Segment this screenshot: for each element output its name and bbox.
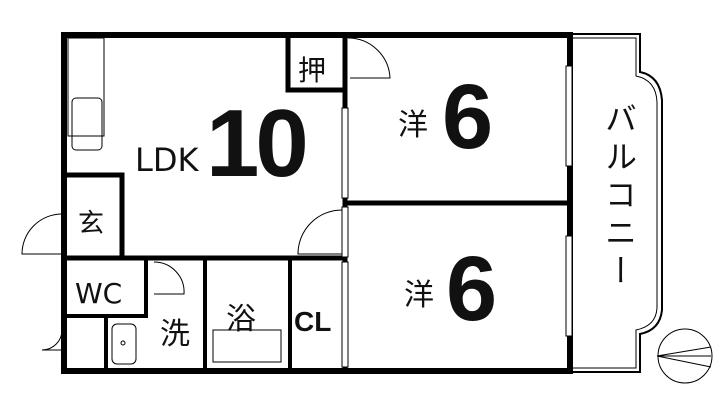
entrance-label: 玄 (78, 209, 104, 239)
western-room-1-label: 洋 (398, 108, 428, 143)
compass-icon (656, 328, 713, 384)
door-entrance (21, 213, 63, 255)
bathtub (212, 329, 282, 363)
wc-label: WC (75, 277, 122, 310)
balcony-outline (570, 33, 663, 373)
door-bedroom-2 (297, 209, 343, 255)
western-room-1-size: 6 (442, 66, 493, 168)
ldk-size: 10 (206, 90, 305, 197)
oshiire-label: 押 (298, 54, 326, 87)
oshiire-wall (285, 35, 345, 93)
entrance-wall (64, 172, 125, 258)
wc-wall (64, 258, 148, 318)
ldk-label: LDK (135, 141, 199, 179)
closet-label: CL (294, 306, 331, 337)
western-room-2-label: 洋 (404, 278, 434, 313)
balcony-label: バルコニー (600, 102, 638, 292)
kitchen-sink (71, 97, 103, 151)
western-room-2-size: 6 (446, 238, 497, 340)
washroom-label: 洗 (160, 317, 190, 352)
door-washroom (153, 261, 185, 295)
washbasin (111, 323, 137, 365)
bath-label: 浴 (226, 302, 256, 337)
door-bedroom-1 (347, 37, 391, 79)
